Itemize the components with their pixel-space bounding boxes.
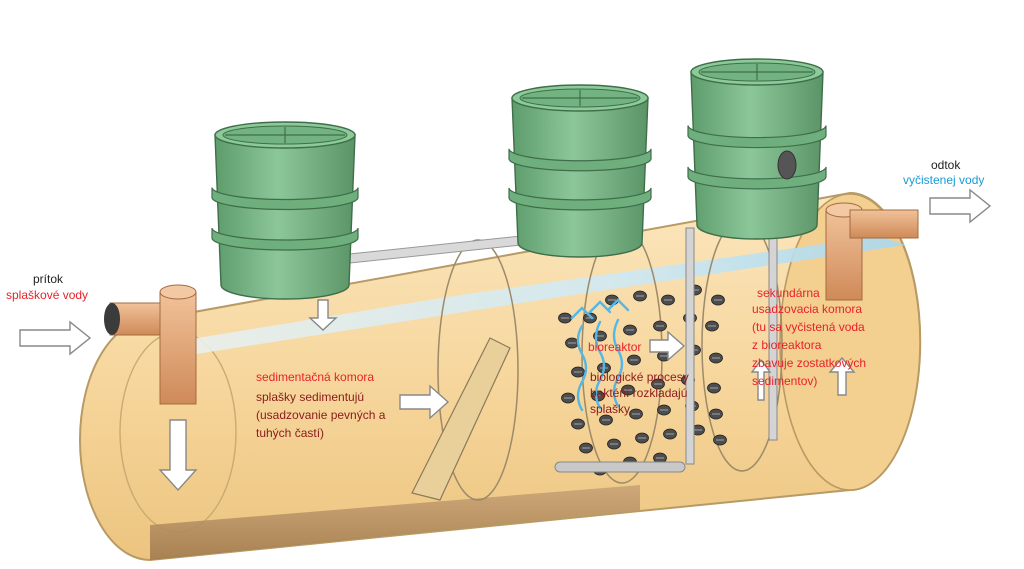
bioreactor-line-1: biologické procesy — [590, 370, 689, 384]
flow-arrow-icon — [19, 188, 992, 492]
sedimentation-chamber-title: sedimentačná komora — [256, 370, 375, 384]
inlet-subtitle: splaškové vody — [6, 288, 89, 302]
outlet-title: odtok — [931, 158, 961, 172]
baffle-plate — [411, 337, 511, 501]
secondary-chamber-line-3: (tu sa vyčistená voda — [752, 320, 865, 334]
inlet-pipe — [104, 284, 197, 405]
riser-secondary — [687, 58, 827, 240]
inlet-title: prítok — [33, 272, 64, 286]
secondary-chamber-line-2: usadzovacia komora — [752, 302, 863, 316]
riser-sedimentation — [211, 121, 359, 300]
bubbles-icon — [570, 298, 630, 412]
sludge-layer — [150, 485, 640, 560]
sedimentation-line-3: tuhých častí) — [256, 426, 325, 440]
water-surface — [185, 236, 905, 355]
secondary-chamber-line-5: zbavuje zostatkových — [752, 356, 867, 370]
bioreactor-line-2: baktérií rozkladajú — [590, 386, 688, 400]
sedimentation-line-2: (usadzovanie pevných a — [256, 408, 386, 422]
outlet-pipe — [825, 202, 919, 301]
bioreactor-title: bioreaktor — [588, 340, 642, 354]
secondary-chamber-line-6: sedimentov) — [752, 374, 818, 388]
sedimentation-line-1: splašky sedimentujú — [256, 390, 365, 404]
inspection-port-icon — [777, 150, 797, 180]
tank-body — [79, 191, 922, 562]
secondary-chamber-line-4: z bioreaktora — [752, 338, 822, 352]
outlet-subtitle: vyčistenej vody — [903, 173, 985, 187]
secondary-chamber-line-1: sekundárna — [757, 286, 820, 300]
riser-bioreactor — [508, 84, 652, 258]
bioreactor-line-3: splašky — [590, 402, 631, 416]
